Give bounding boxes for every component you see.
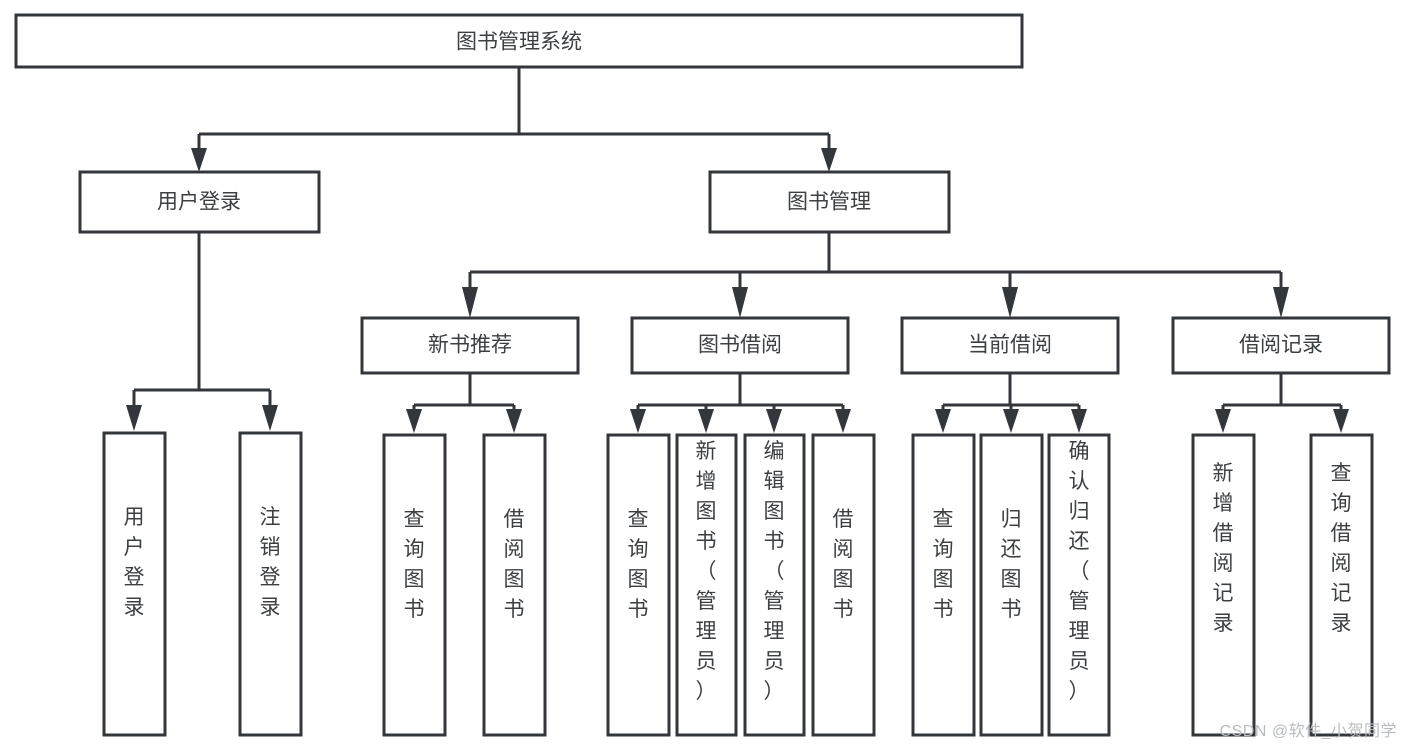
arrow-root-to-bookmgmt	[821, 148, 837, 172]
node-user-login-label: 用户登录	[157, 191, 241, 214]
node-borrow-record[interactable]: 借阅记录	[1171, 316, 1391, 375]
leaf-new-book-query[interactable]: 查询图书	[382, 433, 447, 737]
leaf-borrow-edit-book-admin-label: 编辑图书（管理员）	[764, 440, 785, 703]
leaf-current-confirm-return-admin-box[interactable]	[1047, 433, 1111, 737]
node-new-book-recommend[interactable]: 新书推荐	[360, 316, 580, 375]
arrow-root-to-userlogin	[191, 148, 207, 172]
leaf-current-return-box[interactable]	[979, 433, 1044, 737]
connectors-group	[126, 67, 1349, 433]
leaf-borrow-query-box[interactable]	[606, 433, 671, 737]
leaf-new-book-borrow[interactable]: 借阅图书	[482, 433, 547, 737]
node-new-book-recommend-label: 新书推荐	[428, 334, 512, 357]
arrow-borrow-l3	[766, 409, 782, 433]
node-current-borrow-label: 当前借阅	[968, 334, 1052, 357]
node-current-borrow[interactable]: 当前借阅	[900, 316, 1120, 375]
arrow-bookmgmt-c4	[1273, 287, 1289, 318]
arrow-newbook-l2	[506, 409, 522, 433]
arrow-borrow-l1	[630, 409, 646, 433]
node-book-borrow-label: 图书借阅	[698, 334, 782, 357]
arrow-userlogin-l2	[262, 405, 278, 431]
node-user-login[interactable]: 用户登录	[78, 170, 321, 234]
leaf-record-query-box[interactable]	[1309, 433, 1374, 737]
leaf-current-query-box[interactable]	[911, 433, 976, 737]
node-root-book-management-system[interactable]: 图书管理系统	[14, 13, 1024, 69]
leaf-user-login-logout[interactable]: 注销登录	[238, 431, 303, 737]
node-user-login-box[interactable]	[78, 170, 321, 234]
arrow-current-l3	[1071, 409, 1087, 433]
arrow-bookmgmt-c1	[462, 287, 478, 318]
leaf-borrow-query-label: 查询图书	[628, 508, 649, 621]
leaf-new-book-query-box[interactable]	[382, 433, 447, 737]
leaf-borrow-borrow-book-label: 借阅图书	[833, 508, 854, 621]
node-current-borrow-box[interactable]	[900, 316, 1120, 375]
leaf-borrow-borrow-book-box[interactable]	[811, 433, 876, 737]
arrow-newbook-l1	[406, 409, 422, 433]
node-book-management-label: 图书管理	[787, 191, 871, 214]
leaf-record-query[interactable]: 查询借阅记录	[1309, 433, 1374, 737]
leaf-record-add-label: 新增借阅记录	[1213, 462, 1234, 635]
node-root-label: 图书管理系统	[456, 31, 582, 54]
arrow-record-l1	[1215, 409, 1231, 433]
node-borrow-record-box[interactable]	[1171, 316, 1391, 375]
arrow-bookmgmt-c3	[1002, 287, 1018, 318]
arrow-borrow-l2	[698, 409, 714, 433]
leaf-borrow-edit-book-admin[interactable]: 编辑图书（管理员）	[743, 433, 806, 737]
node-book-management[interactable]: 图书管理	[708, 170, 951, 234]
node-borrow-record-label: 借阅记录	[1239, 334, 1323, 357]
leaf-current-confirm-return-admin-label: 确认归还（管理员）	[1069, 440, 1090, 703]
leaf-user-login-login-box[interactable]	[102, 431, 167, 737]
arrow-record-l2	[1333, 409, 1349, 433]
leaf-current-query[interactable]: 查询图书	[911, 433, 976, 737]
leaf-new-book-borrow-label: 借阅图书	[504, 508, 525, 621]
leaf-current-return-label: 归还图书	[1001, 508, 1022, 621]
node-book-borrow[interactable]: 图书借阅	[630, 316, 850, 375]
arrow-current-l1	[935, 409, 951, 433]
leaf-current-confirm-return-admin[interactable]: 确认归还（管理员）	[1047, 433, 1111, 737]
node-new-book-recommend-box[interactable]	[360, 316, 580, 375]
arrow-userlogin-l1	[126, 405, 142, 431]
leaf-user-login-login[interactable]: 用户登录	[102, 431, 167, 737]
csdn-watermark: CSDN @软件_小贺同学	[1219, 723, 1397, 740]
leaf-record-add[interactable]: 新增借阅记录	[1191, 433, 1256, 737]
leaf-record-query-label: 查询借阅记录	[1331, 462, 1352, 635]
leaf-borrow-query[interactable]: 查询图书	[606, 433, 671, 737]
leaf-borrow-add-book-admin-label: 新增图书（管理员）	[696, 440, 717, 703]
leaf-user-login-logout-box[interactable]	[238, 431, 303, 737]
leaf-borrow-borrow-book[interactable]: 借阅图书	[811, 433, 876, 737]
arrow-borrow-l4	[835, 409, 851, 433]
node-book-borrow-box[interactable]	[630, 316, 850, 375]
leaf-record-add-box[interactable]	[1191, 433, 1256, 737]
arrow-current-l2	[1003, 409, 1019, 433]
leaf-user-login-logout-label: 注销登录	[260, 506, 281, 619]
leaf-new-book-query-label: 查询图书	[404, 508, 425, 621]
leaf-borrow-edit-book-admin-box[interactable]	[743, 433, 806, 737]
node-root-box[interactable]	[14, 13, 1024, 69]
leaf-new-book-borrow-box[interactable]	[482, 433, 547, 737]
leaf-current-query-label: 查询图书	[933, 508, 954, 621]
arrow-bookmgmt-c2	[732, 287, 748, 318]
leaf-borrow-add-book-admin[interactable]: 新增图书（管理员）	[675, 433, 738, 737]
leaf-borrow-add-book-admin-box[interactable]	[675, 433, 738, 737]
node-book-management-box[interactable]	[708, 170, 951, 234]
leaf-user-login-login-label: 用户登录	[124, 506, 145, 619]
leaf-current-return[interactable]: 归还图书	[979, 433, 1044, 737]
